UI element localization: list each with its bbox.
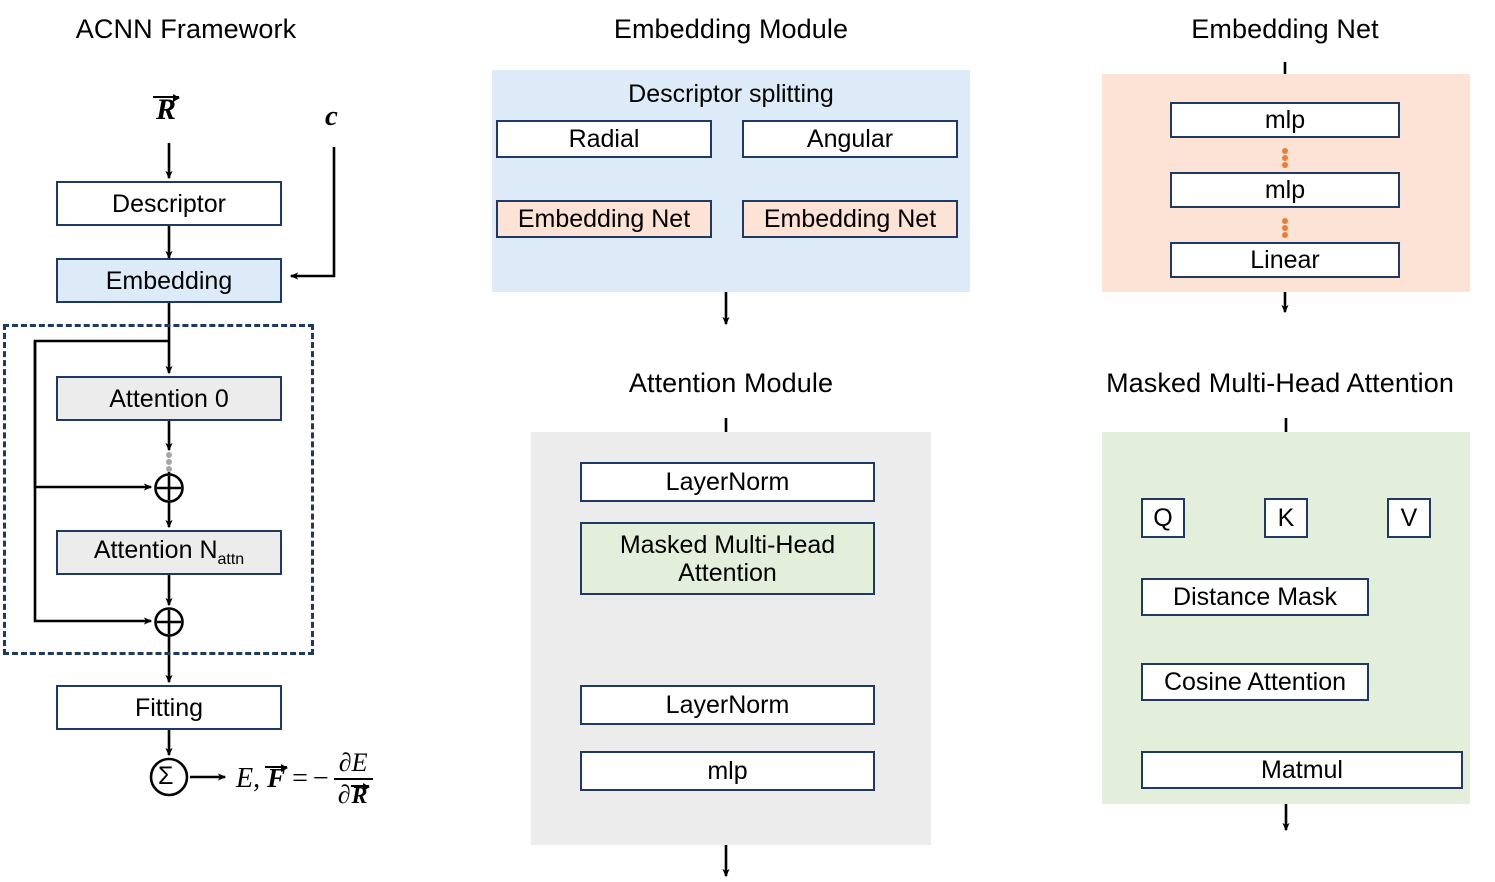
acnn-output-expression: E, F = − ∂E ∂R	[236, 748, 373, 810]
radial-box[interactable]: Radial	[496, 120, 712, 158]
attention-mlp-box[interactable]: mlp	[580, 751, 875, 791]
masked-multi-head-attention-box[interactable]: Masked Multi-Head Attention	[580, 522, 875, 595]
acnn-attention-0-box[interactable]: Attention 0	[56, 376, 282, 421]
key-box[interactable]: K	[1264, 498, 1308, 538]
acnn-embedding-box[interactable]: Embedding	[56, 258, 282, 303]
embedding-net-ellipsis-2-icon	[1282, 218, 1288, 238]
attention-layernorm-2-box[interactable]: LayerNorm	[580, 685, 875, 725]
output-energy-label: E,	[236, 763, 261, 794]
masked-mha-title: Masked Multi-Head Attention	[1106, 368, 1454, 398]
cosine-attention-box[interactable]: Cosine Attention	[1141, 663, 1369, 701]
query-box[interactable]: Q	[1141, 498, 1185, 538]
force-vector-arrow-icon	[265, 763, 289, 772]
minus-sign: −	[312, 763, 329, 794]
angular-box[interactable]: Angular	[742, 120, 958, 158]
attention-layernorm-1-box[interactable]: LayerNorm	[580, 462, 875, 502]
force-derivative-fraction: ∂E ∂R	[333, 748, 373, 810]
summation-symbol: Σ	[158, 762, 174, 790]
acnn-attention-n-box[interactable]: Attention Nattn	[56, 530, 282, 575]
embedding-net-mlp-2-box[interactable]: mlp	[1170, 172, 1400, 208]
denominator-vector-arrow-icon	[350, 782, 370, 791]
vector-arrow-icon	[153, 93, 180, 102]
radial-embedding-net-box[interactable]: Embedding Net	[496, 200, 712, 238]
denominator-R-vector: R	[350, 782, 370, 809]
fraction-denominator: ∂R	[333, 778, 373, 810]
fraction-numerator: ∂E	[338, 748, 368, 777]
embedding-module-panel	[492, 70, 970, 292]
attention-stack-ellipsis-icon	[166, 452, 172, 472]
attention-n-label: Attention Nattn	[93, 536, 245, 569]
angular-embedding-net-box[interactable]: Embedding Net	[742, 200, 958, 238]
acnn-descriptor-box[interactable]: Descriptor	[56, 181, 282, 226]
input-vector-R-label: R	[153, 93, 180, 125]
acnn-framework-title: ACNN Framework	[75, 14, 297, 44]
embedding-module-title: Embedding Module	[613, 14, 849, 44]
distance-mask-box[interactable]: Distance Mask	[1141, 578, 1369, 616]
embedding-net-title: Embedding Net	[1191, 14, 1379, 44]
acnn-fitting-box[interactable]: Fitting	[56, 685, 282, 730]
descriptor-splitting-label: Descriptor splitting	[628, 80, 834, 108]
embedding-net-mlp-1-box[interactable]: mlp	[1170, 102, 1400, 138]
matmul-box[interactable]: Matmul	[1141, 751, 1463, 789]
attention-stack-group	[3, 324, 314, 655]
masked-mha-panel	[1102, 432, 1470, 804]
output-force-vector: F	[265, 763, 289, 793]
equals-sign: =	[292, 763, 308, 794]
attention-module-title: Attention Module	[628, 368, 834, 398]
condition-c-label: c	[325, 100, 338, 132]
attention-n-subscript: attn	[217, 551, 245, 569]
embedding-net-ellipsis-1-icon	[1282, 148, 1288, 168]
embedding-net-linear-box[interactable]: Linear	[1170, 242, 1400, 278]
value-box[interactable]: V	[1387, 498, 1431, 538]
